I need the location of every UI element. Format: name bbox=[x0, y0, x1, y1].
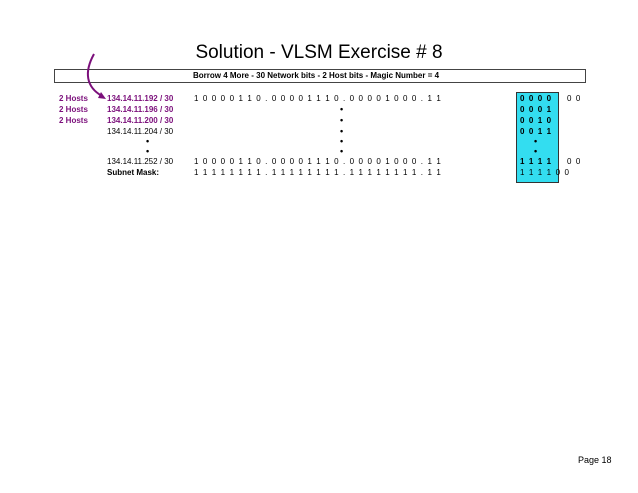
subnet-bits-2: 0 0 0 1 bbox=[520, 105, 552, 114]
ellipsis-dot: • bbox=[146, 146, 150, 156]
hosts-label-1: 2 Hosts bbox=[59, 94, 88, 103]
subnet-dot: • bbox=[534, 136, 538, 146]
page-number: Page 18 bbox=[578, 455, 612, 465]
slide-title: Solution - VLSM Exercise # 8 bbox=[195, 42, 443, 63]
binary-row-1: 1 0 0 0 0 1 1 0 . 0 0 0 0 1 1 1 0 . 0 0 … bbox=[194, 94, 441, 103]
subnet-bits-4: 0 0 1 1 bbox=[520, 127, 552, 136]
column-dot: • bbox=[340, 115, 344, 125]
column-dot: • bbox=[340, 146, 344, 156]
binary-row-1-host: 0 0 bbox=[567, 94, 581, 103]
binary-row-last-host: 0 0 bbox=[567, 157, 581, 166]
header-bar-text: Borrow 4 More - 30 Network bits - 2 Host… bbox=[193, 71, 440, 80]
subnet-mask-label: Subnet Mask: bbox=[107, 168, 160, 177]
binary-mask-tail: 1 1 1 1 0 0 bbox=[520, 168, 569, 177]
column-dot: • bbox=[340, 126, 344, 136]
hosts-label-2: 2 Hosts bbox=[59, 105, 88, 114]
column-dot: • bbox=[340, 104, 344, 114]
network-last: 134.14.11.252 / 30 bbox=[107, 157, 174, 166]
network-3: 134.14.11.200 / 30 bbox=[107, 116, 174, 125]
hosts-label-3: 2 Hosts bbox=[59, 116, 88, 125]
subnet-bits-1: 0 0 0 0 bbox=[520, 94, 552, 103]
subnet-bits-highlight bbox=[516, 92, 559, 183]
column-dot: • bbox=[340, 136, 344, 146]
subnet-dot: • bbox=[534, 146, 538, 156]
binary-row-last: 1 0 0 0 0 1 1 0 . 0 0 0 0 1 1 1 0 . 0 0 … bbox=[194, 157, 441, 166]
header-bar bbox=[54, 69, 586, 83]
binary-mask-row: 1 1 1 1 1 1 1 1 . 1 1 1 1 1 1 1 1 . 1 1 … bbox=[194, 168, 441, 177]
subnet-bits-3: 0 0 1 0 bbox=[520, 116, 552, 125]
ellipsis-dot: • bbox=[146, 136, 150, 146]
network-4: 134.14.11.204 / 30 bbox=[107, 127, 174, 136]
subnet-bits-last: 1 1 1 1 bbox=[520, 157, 552, 166]
curved-arrow-icon bbox=[86, 53, 106, 99]
network-1: 134.14.11.192 / 30 bbox=[107, 94, 174, 103]
network-2: 134.14.11.196 / 30 bbox=[107, 105, 174, 114]
